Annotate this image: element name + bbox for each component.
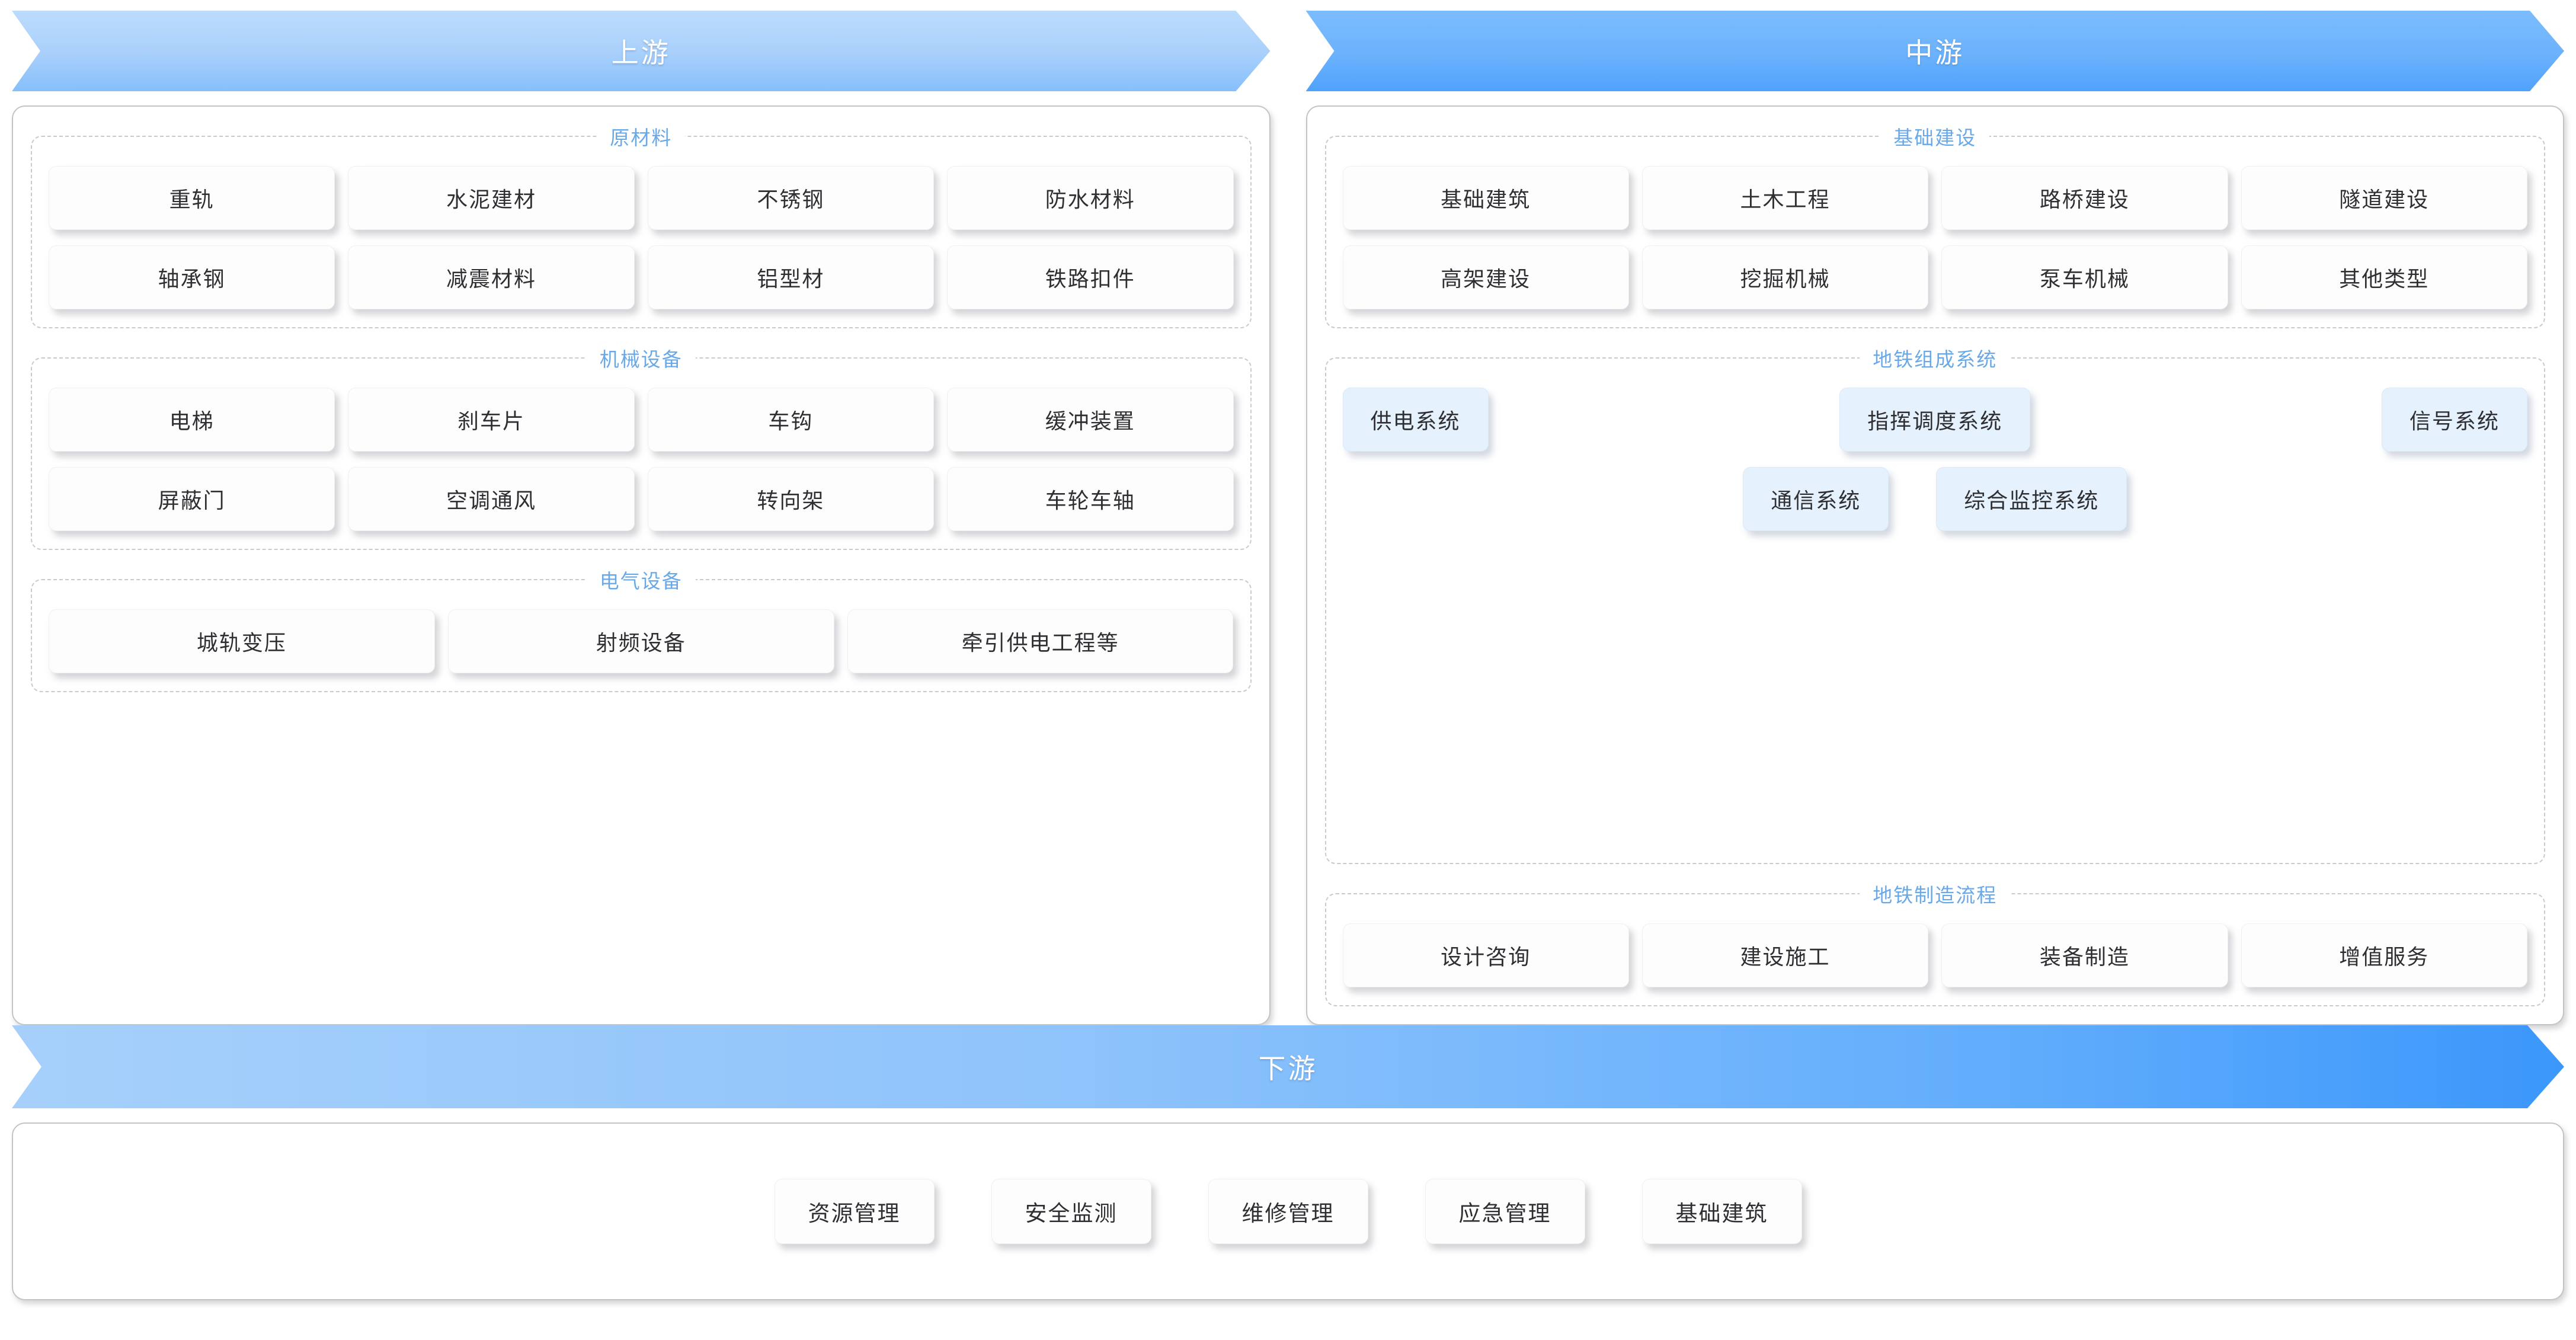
chip-item[interactable]: 资源管理 (774, 1179, 935, 1244)
downstream-items-row: 资源管理 安全监测 维修管理 应急管理 基础建筑 (13, 1179, 2563, 1244)
chip-item[interactable]: 缓冲装置 (947, 388, 1234, 452)
chip-item[interactable]: 电梯 (49, 388, 335, 452)
chip-row: 轴承钢 减震材料 铝型材 铁路扣件 (49, 245, 1234, 309)
upstream-column: 上游 原材料 重轨 水泥建材 不锈钢 防水材料 轴承钢 减震材料 铝型材 (12, 11, 1271, 1025)
chip-item[interactable]: 安全监测 (991, 1179, 1151, 1244)
group-legend-electrical-equipment: 电气设备 (599, 570, 683, 592)
midstream-column: 中游 基础建设 基础建筑 土木工程 路桥建设 隧道建设 高架建设 挖掘机械 泵车… (1305, 11, 2565, 1025)
group-legend-infrastructure-construction: 基础建设 (1893, 127, 1977, 149)
chip-item[interactable]: 铁路扣件 (947, 245, 1234, 309)
chip-row: 供电系统 指挥调度系统 信号系统 (1342, 388, 2528, 452)
chip-row: 高架建设 挖掘机械 泵车机械 其他类型 (1342, 245, 2527, 309)
chip-row: 设计咨询 建设施工 装备制造 增值服务 (1342, 923, 2527, 987)
upstream-banner: 上游 (12, 11, 1271, 91)
chip-item[interactable]: 供电系统 (1342, 388, 1489, 452)
chip-item[interactable]: 隧道建设 (2241, 166, 2527, 230)
downstream-banner-label: 下游 (1258, 1053, 1318, 1084)
group-metro-component-systems: 地铁组成系统 供电系统 指挥调度系统 信号系统 通信系统 综合监控系统 (1324, 344, 2545, 864)
chip-item[interactable]: 屏蔽门 (49, 467, 335, 531)
chip-item[interactable]: 重轨 (49, 166, 335, 230)
chip-row: 通信系统 综合监控系统 (1343, 467, 2528, 531)
group-mechanical-equipment: 机械设备 电梯 刹车片 车钩 缓冲装置 屏蔽门 空调通风 转向架 车轮车轴 (31, 344, 1252, 550)
group-legend-mechanical-equipment: 机械设备 (599, 348, 683, 370)
chip-row: 屏蔽门 空调通风 转向架 车轮车轴 (49, 467, 1234, 531)
chip-item[interactable]: 指挥调度系统 (1839, 388, 2031, 452)
chip-item[interactable]: 路桥建设 (1941, 166, 2228, 230)
chip-item[interactable]: 转向架 (647, 467, 935, 531)
chip-item[interactable]: 基础建筑 (1641, 1179, 1802, 1244)
chip-item[interactable]: 车轮车轴 (947, 467, 1234, 531)
chip-item[interactable]: 维修管理 (1208, 1179, 1368, 1244)
group-infrastructure-construction: 基础建设 基础建筑 土木工程 路桥建设 隧道建设 高架建设 挖掘机械 泵车机械 … (1324, 122, 2545, 328)
chip-row: 城轨变压 射频设备 牵引供电工程等 (49, 609, 1234, 673)
group-legend-raw-materials: 原材料 (610, 127, 673, 149)
chip-item[interactable]: 高架建设 (1342, 245, 1629, 309)
chip-item[interactable]: 其他类型 (2241, 245, 2527, 309)
chip-item[interactable]: 刹车片 (348, 388, 635, 452)
chip-item[interactable]: 基础建筑 (1342, 166, 1629, 230)
chip-item[interactable]: 车钩 (647, 388, 935, 452)
downstream-banner: 下游 (12, 1025, 2564, 1108)
midstream-panel: 基础建设 基础建筑 土木工程 路桥建设 隧道建设 高架建设 挖掘机械 泵车机械 … (1305, 105, 2564, 1025)
chip-item[interactable]: 泵车机械 (1941, 245, 2228, 309)
chip-item[interactable]: 应急管理 (1425, 1179, 1585, 1244)
midstream-banner-label: 中游 (1905, 37, 1965, 68)
midstream-banner: 中游 (1306, 11, 2565, 91)
chip-item[interactable]: 通信系统 (1743, 467, 1889, 531)
chip-row: 电梯 刹车片 车钩 缓冲装置 (49, 388, 1234, 452)
chip-item[interactable]: 土木工程 (1641, 166, 1929, 230)
chip-item[interactable]: 城轨变压 (49, 609, 435, 673)
group-raw-materials: 原材料 重轨 水泥建材 不锈钢 防水材料 轴承钢 减震材料 铝型材 铁路扣件 (31, 122, 1252, 328)
chip-row: 基础建筑 土木工程 路桥建设 隧道建设 (1342, 166, 2527, 230)
top-row: 上游 原材料 重轨 水泥建材 不锈钢 防水材料 轴承钢 减震材料 铝型材 (12, 0, 2565, 1025)
upstream-panel: 原材料 重轨 水泥建材 不锈钢 防水材料 轴承钢 减震材料 铝型材 铁路扣件 (12, 105, 1271, 1025)
chip-row: 重轨 水泥建材 不锈钢 防水材料 (49, 166, 1234, 230)
chip-item[interactable]: 不锈钢 (647, 166, 935, 230)
chip-item[interactable]: 增值服务 (2241, 923, 2527, 987)
group-electrical-equipment: 电气设备 城轨变压 射频设备 牵引供电工程等 (31, 565, 1252, 692)
chip-item[interactable]: 装备制造 (1941, 923, 2228, 987)
chip-item[interactable]: 综合监控系统 (1936, 467, 2127, 531)
chip-item[interactable]: 挖掘机械 (1641, 245, 1929, 309)
chip-item[interactable]: 牵引供电工程等 (847, 609, 1234, 673)
chip-item[interactable]: 水泥建材 (348, 166, 635, 230)
chip-item[interactable]: 防水材料 (947, 166, 1234, 230)
chip-item[interactable]: 射频设备 (447, 609, 834, 673)
chip-item[interactable]: 减震材料 (348, 245, 635, 309)
group-legend-metro-manufacturing-process: 地铁制造流程 (1873, 884, 1998, 906)
downstream-panel: 资源管理 安全监测 维修管理 应急管理 基础建筑 (12, 1122, 2564, 1300)
group-legend-metro-component-systems: 地铁组成系统 (1873, 348, 1998, 370)
chip-item[interactable]: 空调通风 (348, 467, 635, 531)
upstream-banner-label: 上游 (611, 37, 671, 68)
group-metro-manufacturing-process: 地铁制造流程 设计咨询 建设施工 装备制造 增值服务 (1324, 880, 2545, 1006)
chip-item[interactable]: 设计咨询 (1342, 923, 1629, 987)
chip-item[interactable]: 信号系统 (2381, 388, 2527, 452)
chip-item[interactable]: 建设施工 (1641, 923, 1929, 987)
chip-item[interactable]: 铝型材 (647, 245, 935, 309)
chip-item[interactable]: 轴承钢 (49, 245, 335, 309)
